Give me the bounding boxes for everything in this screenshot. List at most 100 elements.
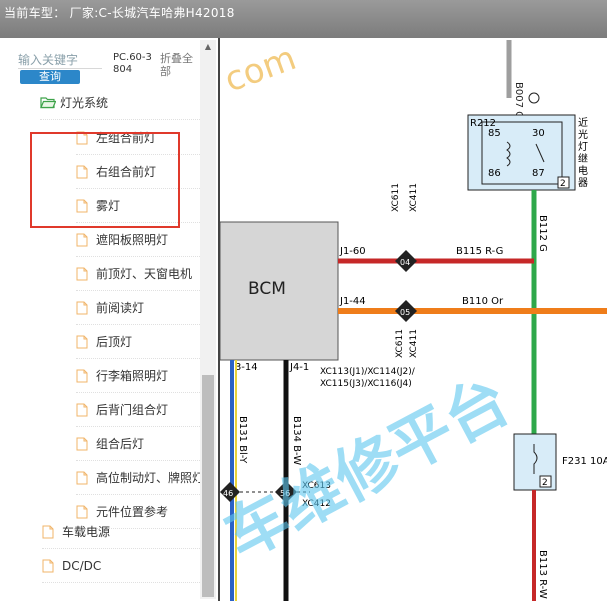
tree-item[interactable]: 后顶灯	[76, 325, 200, 359]
wire-label-b131: B131 Bl-Y	[237, 416, 248, 464]
pin-j1-44: J1-44	[339, 296, 366, 307]
connector-05	[395, 300, 417, 322]
tree-item[interactable]: 遮阳板照明灯	[76, 223, 200, 257]
pin-j1-60: J1-60	[339, 246, 366, 257]
relay-inner	[481, 121, 563, 185]
folder-open-icon	[40, 97, 56, 109]
tree-item[interactable]: 组合后灯	[76, 427, 200, 461]
pc-code-label: PC.60-3804	[113, 52, 152, 75]
watermark-com: com	[220, 40, 301, 100]
tree-item-label: 车载电源	[62, 525, 111, 539]
connector-list-1: XC113(J1)/XC114(J2)/	[320, 367, 416, 377]
tree-item-label: 元件位置参考	[96, 505, 169, 519]
relay-label: 近光灯继电器	[578, 116, 588, 189]
tree-item-label: DC/DC	[62, 558, 102, 573]
tree-item[interactable]: 后背门组合灯	[76, 393, 200, 427]
connector-46-label: 46	[223, 489, 233, 498]
wiring-diagram: com B007 G R212 85 30 86 87 2 近光灯继电器 B11…	[220, 40, 607, 601]
file-icon	[76, 165, 88, 178]
file-icon	[76, 267, 88, 280]
relay-pin-86: 86	[488, 168, 501, 179]
tree-item-label: 左组合前灯	[96, 131, 157, 145]
tree-item-label: 右组合前灯	[96, 165, 157, 179]
file-icon	[76, 403, 88, 416]
watermark-main: 车维修平台	[220, 363, 521, 573]
tree-item[interactable]: 雾灯	[76, 189, 200, 223]
tree-item[interactable]: 行李箱照明灯	[76, 359, 200, 393]
pane-divider[interactable]	[218, 38, 220, 601]
file-icon	[76, 199, 88, 212]
tree-item[interactable]: 前阅读灯	[76, 291, 200, 325]
file-icon	[76, 369, 88, 382]
triangle-up-icon[interactable]: ▲	[204, 42, 212, 51]
connector-05-label: 05	[400, 308, 410, 317]
tree-item[interactable]: 高位制动灯、牌照灯	[76, 461, 200, 495]
relay-badge	[557, 176, 570, 189]
tree-item[interactable]: 左组合前灯	[76, 121, 200, 155]
relay-coil	[506, 141, 511, 167]
tree-group-lighting[interactable]: 灯光系统	[40, 86, 200, 120]
bcm-module	[220, 221, 339, 361]
scrollbar-thumb[interactable]	[202, 375, 214, 597]
sidebar: 查询 PC.60-3804 折叠全部 灯光系统 左组合前灯右组合前灯雾灯遮阳板照…	[0, 38, 219, 601]
connector-xc613: XC613	[302, 481, 331, 491]
relay-switch	[535, 143, 545, 163]
connector-list-2: XC115(J3)/XC116(J4)	[320, 379, 412, 389]
relay-badge-text: 2	[560, 179, 566, 189]
tree-item-label: 前阅读灯	[96, 301, 145, 315]
tree-item-vehicle-power[interactable]: 车载电源	[42, 515, 200, 549]
bcm-label: BCM	[248, 279, 286, 299]
collapse-all-button[interactable]: 折叠全部	[160, 52, 193, 78]
current-model-label: 当前车型： 厂家:C-长城汽车哈弗H42018	[4, 6, 235, 20]
tree-item[interactable]: 前顶灯、天窗电机	[76, 257, 200, 291]
search-toolbar: 查询 PC.60-3804 折叠全部	[0, 38, 218, 86]
tree-item-label: 后顶灯	[96, 335, 133, 349]
file-icon	[76, 131, 88, 144]
connector-46	[220, 482, 240, 502]
relay-pin-87: 87	[532, 168, 545, 179]
tree-item-dcdc[interactable]: DC/DC	[42, 549, 200, 583]
connector-xc611: XC611	[391, 183, 401, 212]
highlight-box	[30, 132, 180, 228]
tree-item-label: 前顶灯、天窗电机	[96, 267, 193, 281]
wire-label-b112: B112 G	[537, 215, 548, 252]
wire-label-b110: B110 Or	[462, 296, 504, 307]
window-title-bar: 当前车型： 厂家:C-长城汽车哈弗H42018	[0, 0, 607, 38]
file-icon	[76, 505, 88, 518]
wire-label-b007: B007 G	[513, 82, 524, 119]
tree-item[interactable]: 元件位置参考	[76, 495, 200, 529]
file-icon	[76, 437, 88, 450]
relay-pin-30: 30	[532, 128, 545, 139]
file-icon	[42, 559, 54, 572]
tree-item-label: 遮阳板照明灯	[96, 233, 169, 247]
connector-xc411-b: XC411	[409, 329, 419, 358]
fuse-badge	[539, 475, 552, 488]
file-icon	[76, 301, 88, 314]
tree-item-label: 高位制动灯、牌照灯	[96, 471, 200, 485]
connector-xc611-b: XC611	[395, 329, 405, 358]
file-icon	[42, 525, 54, 538]
wire-label-b134: B134 B-W	[291, 416, 302, 465]
sidebar-scrollbar[interactable]: ▲	[200, 40, 216, 599]
file-icon	[76, 471, 88, 484]
tree-group-label: 灯光系统	[60, 96, 109, 110]
fuse-badge-text: 2	[542, 478, 548, 488]
connector-56-label: 56	[280, 489, 290, 498]
connector-04-label: 04	[400, 258, 410, 267]
connector-04	[395, 250, 417, 272]
tree-item[interactable]: 右组合前灯	[76, 155, 200, 189]
keyword-input[interactable]	[18, 52, 102, 69]
relay-id: R212	[470, 118, 496, 129]
splice-point	[528, 92, 540, 104]
tree-item-label: 后背门组合灯	[96, 403, 169, 417]
file-icon	[76, 335, 88, 348]
fuse-element	[533, 444, 538, 474]
file-icon	[76, 233, 88, 246]
tree-item-label: 组合后灯	[96, 437, 145, 451]
relay-pin-85: 85	[488, 128, 501, 139]
wire-label-b113: B113 R-W	[537, 550, 548, 599]
wire-label-b115: B115 R-G	[456, 246, 503, 257]
pin-j4-1: J4-1	[289, 362, 309, 373]
wiring-diagram-canvas: com B007 G R212 85 30 86 87 2 近光灯继电器 B11…	[220, 40, 607, 601]
query-button[interactable]: 查询	[20, 70, 80, 84]
